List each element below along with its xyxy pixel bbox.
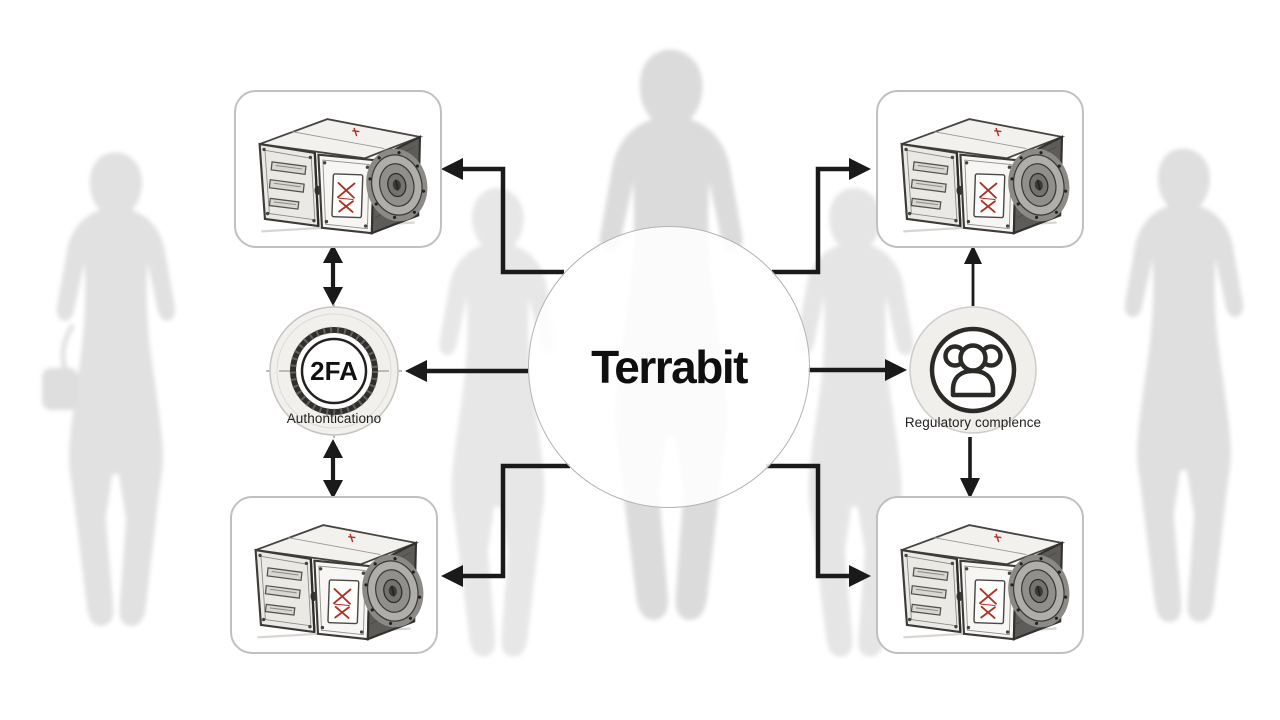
auth-node-label: 2FA [310, 356, 358, 386]
central-node: Terrabit [528, 226, 810, 508]
dial-2fa-icon: 2FA [266, 304, 402, 438]
safe-sketch-icon [258, 117, 436, 235]
people-group-icon [909, 306, 1037, 434]
storage-box-bottom-right [876, 496, 1084, 654]
arrow-center-to-box-bottom-right [766, 463, 871, 587]
safe-sketch-icon [254, 523, 432, 641]
arrow-center-to-box-top-right [772, 158, 871, 275]
arrow-center-to-box-bottom-left [441, 463, 570, 587]
storage-box-top-left [234, 90, 442, 248]
arrow-center-to-compliance-node [808, 359, 907, 381]
arrow-compliance-to-box-top-right [964, 245, 982, 306]
silhouette-person-far-left [42, 152, 176, 626]
arrow-center-to-auth-node [405, 360, 528, 382]
storage-box-bottom-left [230, 496, 438, 654]
safe-sketch-icon [900, 117, 1078, 235]
auth-node-caption: Authonticationo [286, 411, 382, 426]
safe-sketch-icon [900, 523, 1078, 641]
central-node-label: Terrabit [591, 341, 748, 393]
arrow-center-to-box-top-left [441, 158, 564, 275]
silhouette-person-far-right [1124, 148, 1244, 622]
arrow-auth-to-box-top-left-bidirectional [323, 244, 343, 306]
arrow-compliance-to-box-bottom-right [960, 437, 980, 499]
compliance-node-caption: Regulatory complence [904, 415, 1042, 430]
compliance-node [903, 302, 1043, 442]
auth-node: 2FA [264, 301, 404, 441]
storage-box-top-right [876, 90, 1084, 248]
arrow-auth-to-box-bottom-left-bidirectional [323, 439, 343, 499]
